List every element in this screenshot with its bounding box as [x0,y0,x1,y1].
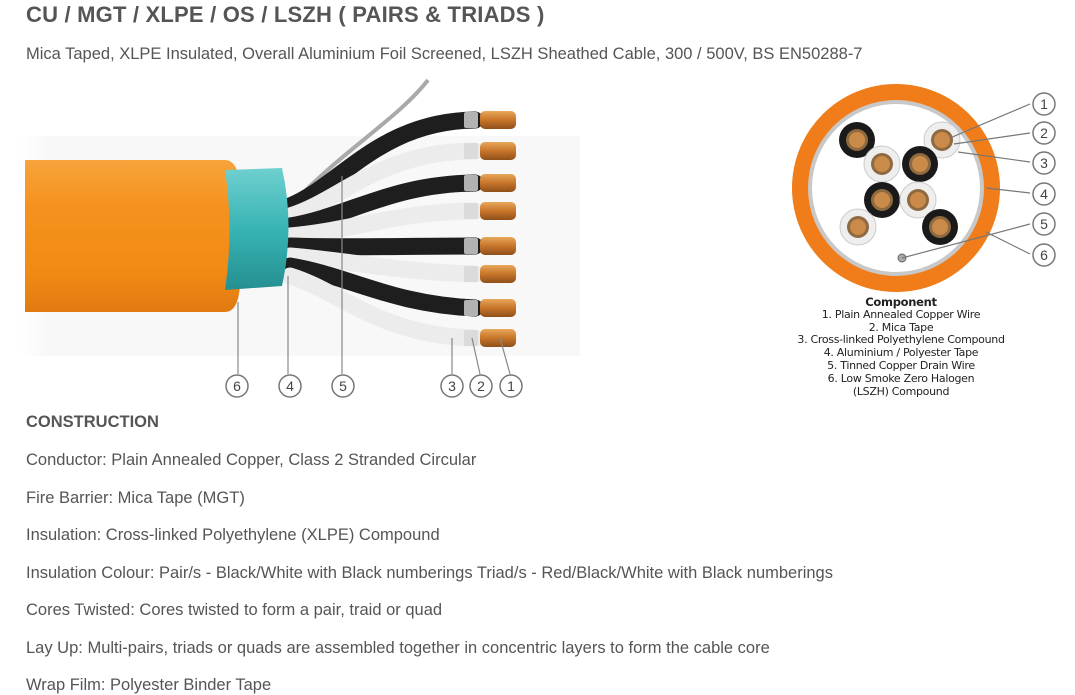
spec-cores-twisted: Cores Twisted: Cores twisted to form a p… [26,601,443,619]
callout-number: 5 [339,378,347,394]
callout-number: 4 [286,378,294,394]
copper-conductor [480,237,516,255]
callout-circle [278,374,302,398]
copper-conductor [480,174,516,192]
legend-title: Component [865,295,937,309]
core-black [839,122,875,158]
drain-wire [300,78,430,196]
callout-number: 6 [233,378,241,394]
core-white [281,202,484,245]
illustration-callouts: 6 4 5 3 2 1 [225,374,523,398]
callout-number: 1 [507,378,515,394]
copper-conductor [480,265,516,283]
callout-number: 3 [448,378,456,394]
callout-circle [1032,243,1056,267]
copper-conductor [480,299,516,317]
page-subtitle: Mica Taped, XLPE Insulated, Overall Alum… [26,45,863,63]
callout-number: 6 [1040,247,1048,263]
callout-circle [1032,182,1056,206]
legend-item: 1. Plain Annealed Copper Wire [821,307,981,321]
callout-number: 3 [1040,155,1048,171]
callout-circle [1032,92,1056,116]
copper-conductor [480,202,516,220]
core-black [902,146,938,182]
callout-circle [469,374,493,398]
callout-number: 2 [1040,125,1048,141]
legend-item: 3. Cross-linked Polyethylene Compound [797,333,1005,347]
copper-conductors [480,111,516,347]
core-black [281,111,484,215]
callout-circle [1032,121,1056,145]
lszh-sheath [25,160,240,312]
spec-insulation: Insulation: Cross-linked Polyethylene (X… [26,526,440,544]
callout-circle [225,374,249,398]
cable-cross-section: 1 2 3 4 5 6 [792,84,1056,292]
callout-circle [331,374,355,398]
core-white [899,181,937,219]
core-white [281,247,484,283]
construction-heading: CONSTRUCTION [26,413,159,431]
legend-item: (LSZH) Compound [852,384,950,398]
copper-conductor [480,111,516,129]
component-legend: Component 1. Plain Annealed Copper Wire … [790,296,1012,398]
callout-number: 4 [1040,186,1048,202]
core-white [923,121,961,159]
spec-lay-up: Lay Up: Multi-pairs, triads or quads are… [26,639,770,657]
cross-section-callouts: 1 2 3 4 5 6 [1032,92,1056,267]
core-white [281,267,484,347]
core-black [281,237,484,256]
callout-circle [1032,151,1056,175]
legend-item: 2. Mica Tape [868,320,934,334]
spec-conductor: Conductor: Plain Annealed Copper, Class … [26,451,477,469]
spec-insulation-colour: Insulation Colour: Pair/s - Black/White … [26,564,833,582]
core-white [281,142,484,225]
callout-circle [499,374,523,398]
mica-tape-ends [464,112,478,346]
core-black [281,174,484,235]
callout-number: 1 [1040,96,1048,112]
legend-item: 5. Tinned Copper Drain Wire [827,358,975,372]
legend-item: 6. Low Smoke Zero Halogen [827,371,975,385]
legend-item: 4. Aluminium / Polyester Tape [823,346,979,360]
core-black [864,182,900,218]
core-white [839,208,877,246]
core-white [863,145,901,183]
callout-number: 5 [1040,216,1048,232]
aluminium-foil-screen [225,168,289,290]
copper-conductor [480,329,516,347]
leader-lines [237,176,511,375]
spec-wrap-film: Wrap Film: Polyester Binder Tape [26,676,272,694]
callout-circle [1032,212,1056,236]
cross-section-cores [839,121,961,263]
callout-number: 2 [477,378,485,394]
cable-illustration: 6 4 5 3 2 1 [20,78,580,398]
cores-group [281,111,484,347]
core-black [922,209,958,245]
callout-circle [440,374,464,398]
copper-conductor [480,142,516,160]
page-title: CU / MGT / XLPE / OS / LSZH ( PAIRS & TR… [26,2,545,27]
core-black [281,257,484,317]
cross-section-leaders [901,103,1031,259]
spec-fire-barrier: Fire Barrier: Mica Tape (MGT) [26,489,245,507]
